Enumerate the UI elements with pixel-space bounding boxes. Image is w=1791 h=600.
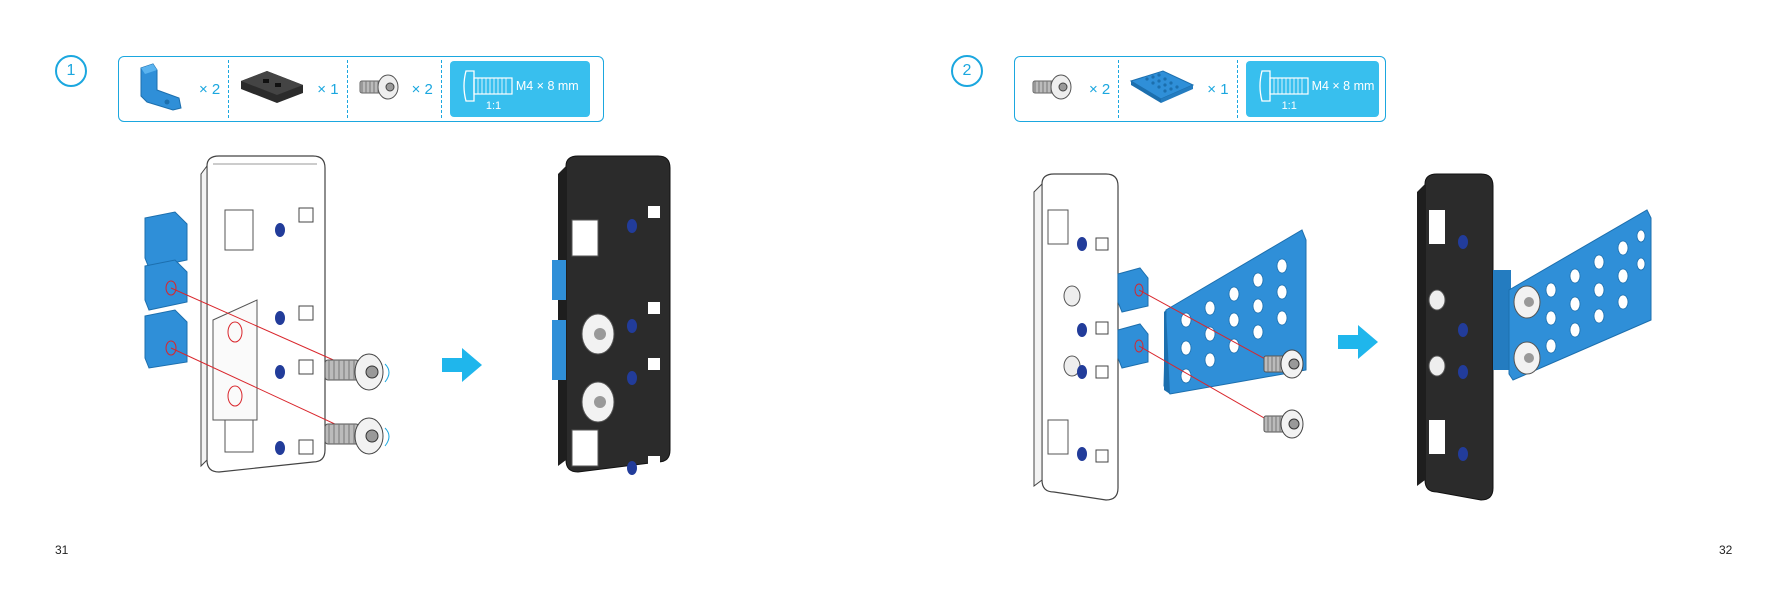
part-separator <box>228 60 230 118</box>
assembly-after-illustration <box>552 155 671 475</box>
part-quantity: × 1 <box>317 80 339 98</box>
step-number-badge: 1 <box>55 55 87 87</box>
screw-scale-card: M4 × 8 mm 1:1 <box>1245 61 1379 117</box>
step-number: 2 <box>962 62 972 79</box>
parts-list: × 2 × 1 <box>118 56 604 122</box>
scale-ratio: 1:1 <box>485 100 502 112</box>
assembly-before-illustration <box>1033 173 1307 501</box>
part-item-plate: × 1 <box>1119 57 1236 121</box>
screw-outline-icon <box>463 70 513 102</box>
next-step-arrow-icon <box>1338 325 1378 359</box>
part-quantity: × 2 <box>199 80 221 98</box>
part-quantity: × 2 <box>1089 80 1111 98</box>
assembly-before-illustration <box>144 155 390 473</box>
screw-size-label: M4 × 8 mm <box>515 79 579 93</box>
part-item-screw: × 2 <box>348 57 441 121</box>
blue-bracket-icon <box>133 62 189 116</box>
part-separator <box>1236 60 1238 118</box>
part-separator <box>1118 60 1120 118</box>
left-page: 1 × 2 × 1 <box>0 0 895 600</box>
right-page: 2 × 2 <box>896 0 1791 600</box>
part-item-beam: × 1 <box>229 57 346 121</box>
next-step-arrow-icon <box>442 348 482 382</box>
screw-icon <box>356 69 402 109</box>
page-number: 32 <box>1719 543 1733 557</box>
step-number-badge: 2 <box>951 55 983 87</box>
parts-list: × 2 × 1 <box>1014 56 1386 122</box>
part-quantity: × 2 <box>411 80 433 98</box>
assembly-after-illustration <box>1417 173 1652 501</box>
screw-scale-card: M4 × 8 mm 1:1 <box>449 61 590 117</box>
screw-icon <box>1029 69 1079 109</box>
part-separator <box>346 60 348 118</box>
step-number: 1 <box>66 62 76 79</box>
part-item-bracket: × 2 <box>125 57 228 121</box>
part-item-screw: × 2 <box>1021 57 1118 121</box>
blue-plate-icon <box>1127 67 1197 111</box>
screw-size-label: M4 × 8 mm <box>1311 79 1375 93</box>
part-quantity: × 1 <box>1207 80 1229 98</box>
part-separator <box>440 60 442 118</box>
screw-outline-icon <box>1258 70 1309 102</box>
page-number: 31 <box>55 543 69 557</box>
black-beam-icon <box>237 67 307 111</box>
scale-ratio: 1:1 <box>1281 100 1297 112</box>
